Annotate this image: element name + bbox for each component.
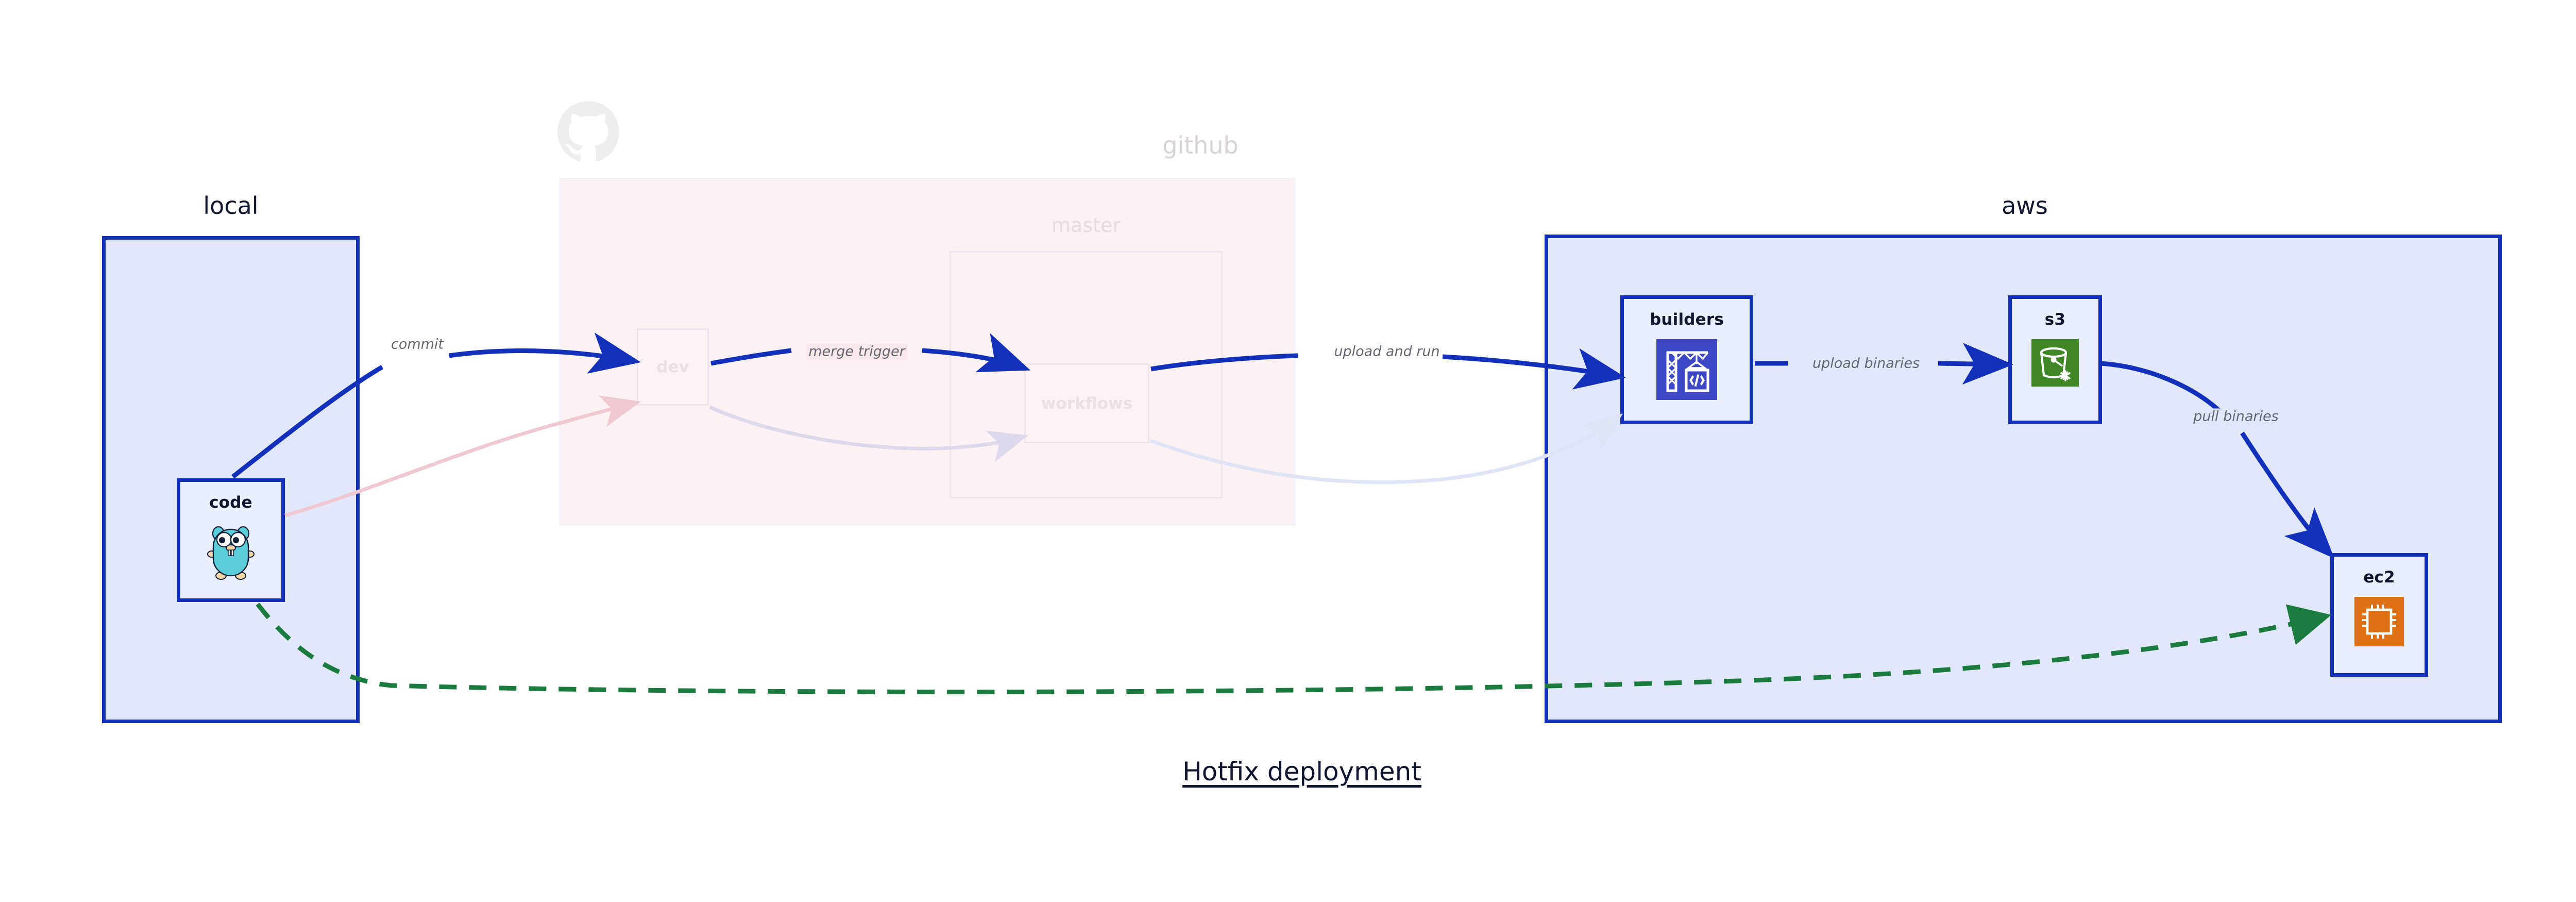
group-master-label: master xyxy=(1051,214,1121,237)
node-builders[interactable]: builders xyxy=(1620,295,1753,424)
node-ec2-label: ec2 xyxy=(2363,568,2395,587)
group-github-label: github xyxy=(1162,131,1239,159)
node-dev[interactable]: dev xyxy=(637,328,709,406)
edge-label-upload-binaries: upload binaries xyxy=(1810,355,1922,372)
edge-label-merge-trigger: merge trigger xyxy=(806,343,907,360)
node-workflows[interactable]: workflows xyxy=(1024,363,1149,443)
node-code-label: code xyxy=(209,493,252,512)
edge-label-commit: commit xyxy=(388,336,446,353)
github-octocat-icon xyxy=(557,101,619,162)
go-gopher-icon xyxy=(207,522,255,582)
aws-builder-icon xyxy=(1656,339,1717,402)
edge-label-upload-and-run: upload and run xyxy=(1332,343,1442,360)
node-workflows-label: workflows xyxy=(1041,394,1133,413)
node-ec2[interactable]: ec2 xyxy=(2330,553,2428,677)
node-code[interactable]: code xyxy=(177,478,285,602)
aws-s3-icon xyxy=(2031,339,2079,389)
diagram-title: Hotfix deployment xyxy=(1182,757,1421,787)
node-builders-label: builders xyxy=(1649,310,1724,329)
group-aws-label: aws xyxy=(2002,192,2048,220)
edge-label-pull-binaries: pull binaries xyxy=(2191,408,2281,425)
aws-ec2-icon xyxy=(2354,597,2404,648)
group-master-box[interactable] xyxy=(950,251,1223,498)
group-local-label: local xyxy=(203,192,259,220)
node-s3-label: s3 xyxy=(2044,310,2066,329)
node-dev-label: dev xyxy=(656,358,689,376)
node-s3[interactable]: s3 xyxy=(2008,295,2102,424)
